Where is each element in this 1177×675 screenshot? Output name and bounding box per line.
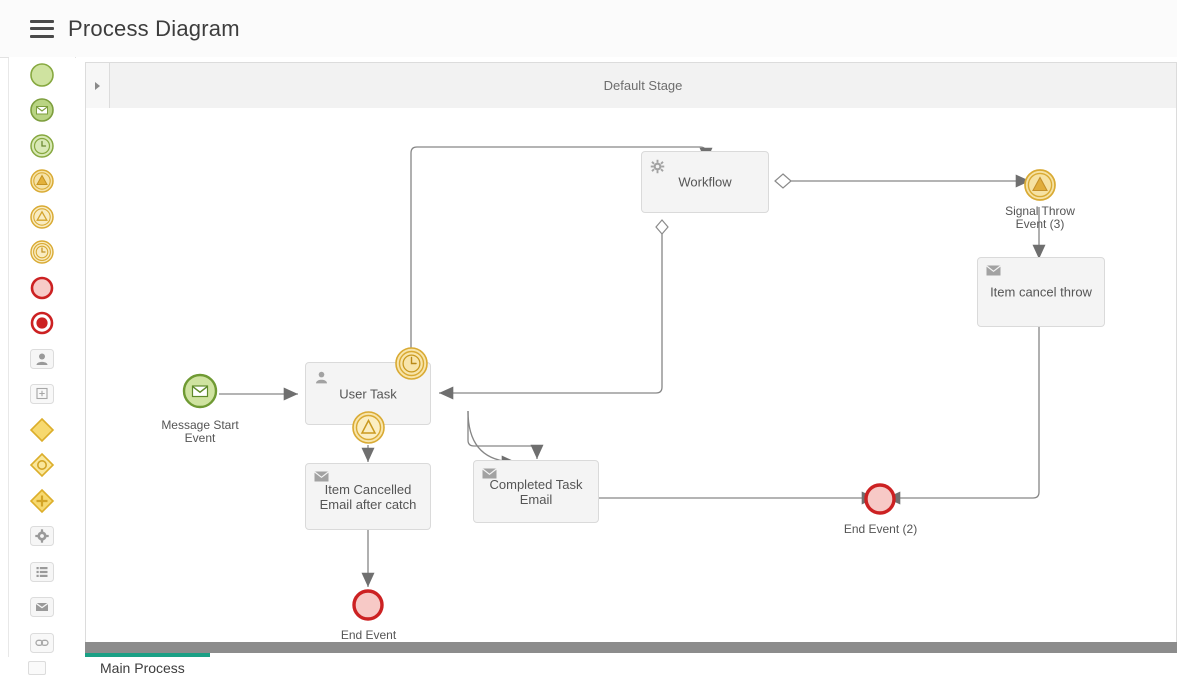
- circle-filled-red-icon: [29, 310, 55, 336]
- palette-item-link-event[interactable]: [9, 625, 75, 661]
- palette-item-timer-start-event[interactable]: [9, 128, 75, 164]
- palette-item-signal-throw-event[interactable]: [9, 164, 75, 200]
- palette-item-sub-process[interactable]: [9, 377, 75, 413]
- bottom-tab-label[interactable]: Main Process: [100, 660, 185, 675]
- node-completed-task-email[interactable]: Completed Task Email: [473, 460, 599, 523]
- stage-header: Default Stage: [85, 62, 1177, 109]
- message-start-event-label: Message Start Event: [161, 418, 239, 445]
- envelope-grey-icon: [29, 596, 55, 618]
- envelope-green-icon: [29, 97, 55, 123]
- palette-item-signal-catch-event[interactable]: [9, 199, 75, 235]
- process-tab-icon[interactable]: [28, 661, 46, 675]
- palette-item-none-start-event[interactable]: [9, 57, 75, 93]
- palette-item-user-task[interactable]: [9, 341, 75, 377]
- gear-icon: [650, 159, 666, 175]
- plus-box-icon: [29, 383, 55, 405]
- progress-bar: [85, 653, 210, 657]
- end-event-2-label: End Event (2): [843, 522, 918, 536]
- app-header: Process Diagram: [0, 0, 1177, 58]
- diamond-plain-icon: [28, 416, 56, 444]
- clock-yellow-icon: [29, 239, 55, 265]
- clock-green-icon: [29, 133, 55, 159]
- node-item-cancelled-email[interactable]: Item Cancelled Email after catch: [305, 463, 431, 530]
- palette-item-end-event[interactable]: [9, 270, 75, 306]
- item-cancel-throw-label: Item cancel throw: [990, 284, 1092, 300]
- triangle-filled-yellow-icon: [29, 168, 55, 194]
- signal-throw-event-label: Signal Throw Event (3): [1005, 204, 1075, 231]
- list-lines-icon: [29, 561, 55, 583]
- palette-item-terminate-end-event[interactable]: [9, 306, 75, 342]
- element-palette: [9, 57, 75, 675]
- envelope-icon: [482, 468, 498, 484]
- palette-item-send-task[interactable]: [9, 590, 75, 626]
- triangle-right-icon[interactable]: [86, 63, 110, 108]
- diagram-layer: Message Start Event User Task: [76, 57, 1177, 675]
- palette-item-message-start-event[interactable]: [9, 93, 75, 129]
- triangle-outline-yellow-icon: [29, 204, 55, 230]
- gear-icon: [29, 525, 55, 547]
- link-chain-icon: [29, 632, 55, 654]
- palette-item-timer-intermediate-event[interactable]: [9, 235, 75, 271]
- user-task-label: User Task: [339, 386, 397, 401]
- diamond-circle-icon: [28, 451, 56, 479]
- page-title: Process Diagram: [68, 15, 240, 41]
- horizontal-scrollbar-thumb[interactable]: [85, 642, 1177, 653]
- end-event-label: End Event: [340, 628, 397, 642]
- hamburger-menu-icon[interactable]: [30, 19, 54, 38]
- palette-item-inclusive-gateway[interactable]: [9, 448, 75, 484]
- association-diamond-right: [774, 173, 792, 189]
- envelope-icon: [986, 265, 1002, 281]
- envelope-icon: [314, 471, 330, 487]
- progress-track: [85, 653, 1177, 657]
- stage-title: Default Stage: [603, 78, 683, 93]
- palette-item-script-task[interactable]: [9, 554, 75, 590]
- node-workflow[interactable]: Workflow: [641, 151, 769, 213]
- item-cancelled-email-label: Item Cancelled Email after catch: [319, 481, 417, 512]
- workflow-label: Workflow: [678, 174, 732, 190]
- association-diamond-bottom: [655, 219, 669, 235]
- completed-task-email-label: Completed Task Email: [489, 476, 583, 507]
- circle-red-icon: [29, 275, 55, 301]
- node-item-cancel-throw[interactable]: Item cancel throw: [977, 257, 1105, 327]
- person-icon: [29, 348, 55, 370]
- stage-body: [85, 108, 1177, 675]
- connector-layer: [219, 146, 1046, 587]
- palette-item-parallel-gateway[interactable]: [9, 483, 75, 519]
- left-rail: [0, 0, 9, 675]
- person-icon: [314, 370, 330, 386]
- palette-item-exclusive-gateway[interactable]: [9, 412, 75, 448]
- circle-plain-green-icon: [29, 62, 55, 88]
- diagram-canvas[interactable]: Default Stage: [76, 57, 1177, 675]
- diamond-plus-icon: [28, 487, 56, 515]
- palette-item-service-task[interactable]: [9, 519, 75, 555]
- bottom-tab-strip: [0, 657, 1177, 675]
